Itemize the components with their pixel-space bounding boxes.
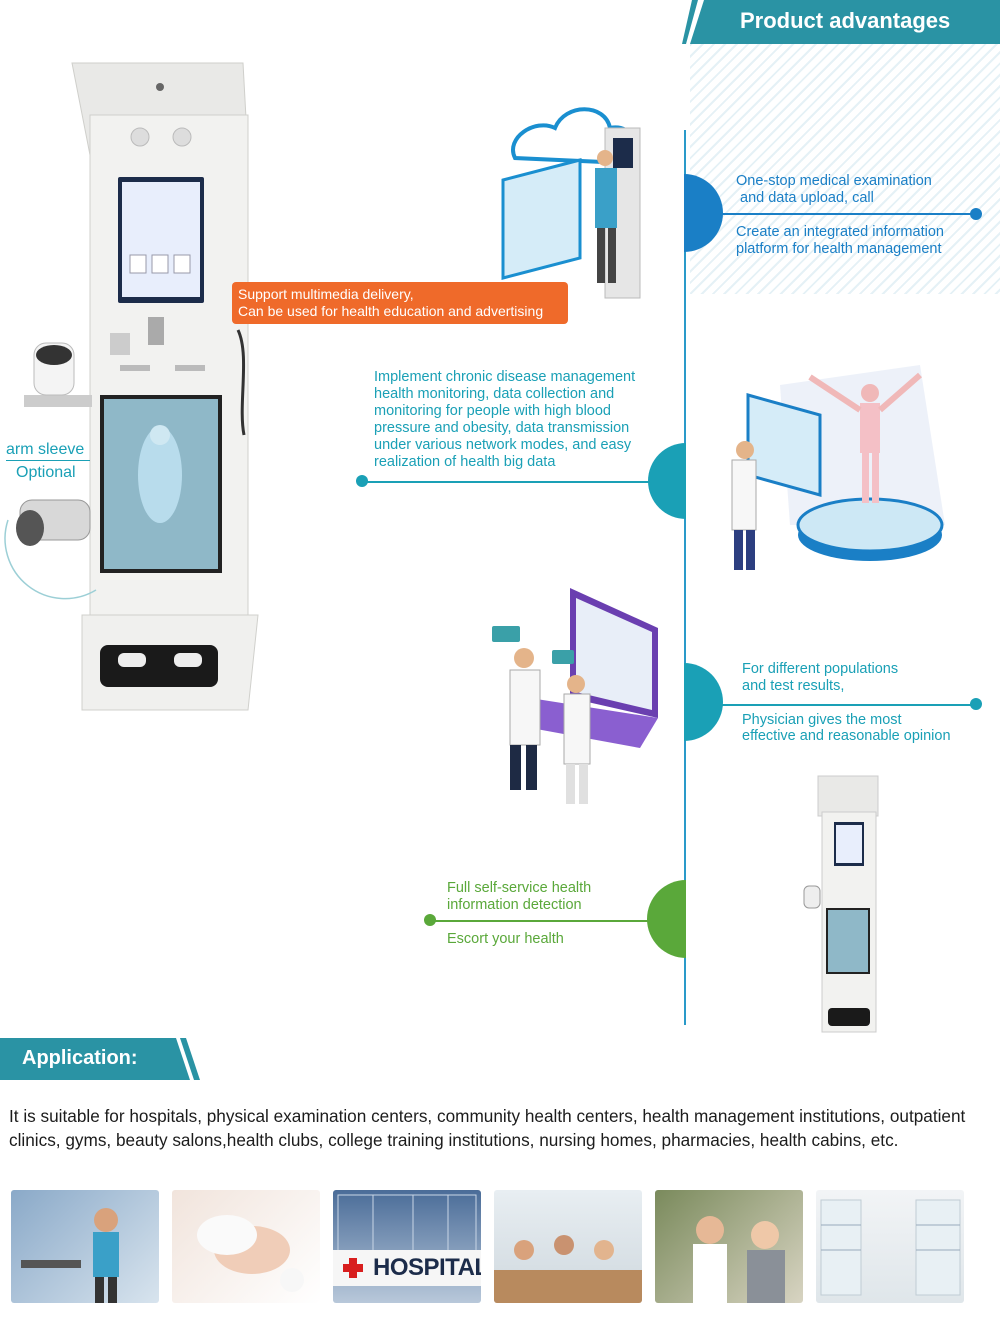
arm-sleeve-image	[4, 499, 97, 600]
page-title: Product advantages	[740, 8, 951, 33]
feature-1-line-2: and data upload, call	[740, 190, 874, 206]
feature-2-line-3: monitoring for people with high blood	[374, 403, 611, 419]
feature-2-line-5: under various network modes, and easy	[374, 437, 632, 453]
feature-3-line-4: effective and reasonable opinion	[742, 728, 951, 744]
feature-3-line-1: For different populations	[742, 661, 899, 677]
photo-pharmacy	[816, 1190, 964, 1303]
application-title: Application:	[22, 1047, 138, 1069]
half-circle-marker-4	[647, 880, 686, 958]
feature-2-line-1: Implement chronic disease management	[374, 369, 636, 385]
feature-4-line-2: information detection	[447, 897, 582, 913]
feature-4-line-3: Escort your health	[447, 931, 564, 947]
feature-1-line-3: Create an integrated information	[736, 224, 944, 240]
timeline-line	[684, 130, 686, 1025]
promo-line-2: Can be used for health education and adv…	[238, 303, 544, 319]
kiosk-small-image	[803, 775, 879, 1033]
cloud-doctor-illustration	[501, 107, 641, 299]
arm-sleeve-label: arm sleeve	[6, 441, 85, 458]
application-description: It is suitable for hospitals, physical e…	[9, 1106, 966, 1150]
feature-3-dot	[970, 698, 982, 710]
feature-1-line-4: platform for health management	[736, 241, 942, 257]
feature-4-line-1: Full self-service health	[447, 880, 592, 896]
promo-line-1: Support multimedia delivery,	[238, 286, 414, 302]
half-circle-marker-3	[684, 663, 723, 741]
promo-callout: Support multimedia delivery, Can be used…	[232, 282, 568, 324]
body-scan-illustration	[731, 365, 945, 570]
photo-nursing-home	[655, 1190, 803, 1303]
half-circle-marker-2	[648, 443, 686, 519]
decorative-stripes	[690, 44, 1000, 294]
application-banner	[0, 1038, 200, 1080]
feature-3-line-3: Physician gives the most	[742, 712, 902, 728]
header-banner	[682, 0, 1000, 44]
photo-beauty-salon	[172, 1190, 320, 1303]
feature-2-line-6: realization of health big data	[374, 454, 556, 470]
kiosk-machine-image	[24, 62, 259, 711]
optional-label: Optional	[16, 464, 76, 481]
feature-3-line-2: and test results,	[742, 678, 845, 694]
feature-1-divider	[720, 213, 976, 215]
feature-2-divider	[362, 481, 684, 483]
photo-college-classroom	[494, 1190, 642, 1303]
divider	[6, 460, 90, 461]
feature-1-dot	[970, 208, 982, 220]
feature-2-text: Implement chronic disease management hea…	[374, 369, 674, 471]
feature-2-line-2: health monitoring, data collection and	[374, 386, 615, 402]
feature-1-line-1: One-stop medical examination	[736, 173, 932, 189]
feature-4-divider	[430, 920, 684, 922]
photo-hospital: HOSPITAL	[333, 1190, 481, 1303]
telemedicine-illustration	[492, 588, 658, 804]
feature-2-line-4: pressure and obesity, data transmission	[374, 420, 630, 436]
photo-gym	[11, 1190, 159, 1303]
feature-3-divider	[720, 704, 976, 706]
hospital-sign-text: HOSPITAL	[373, 1254, 481, 1281]
half-circle-marker-1	[684, 174, 723, 252]
